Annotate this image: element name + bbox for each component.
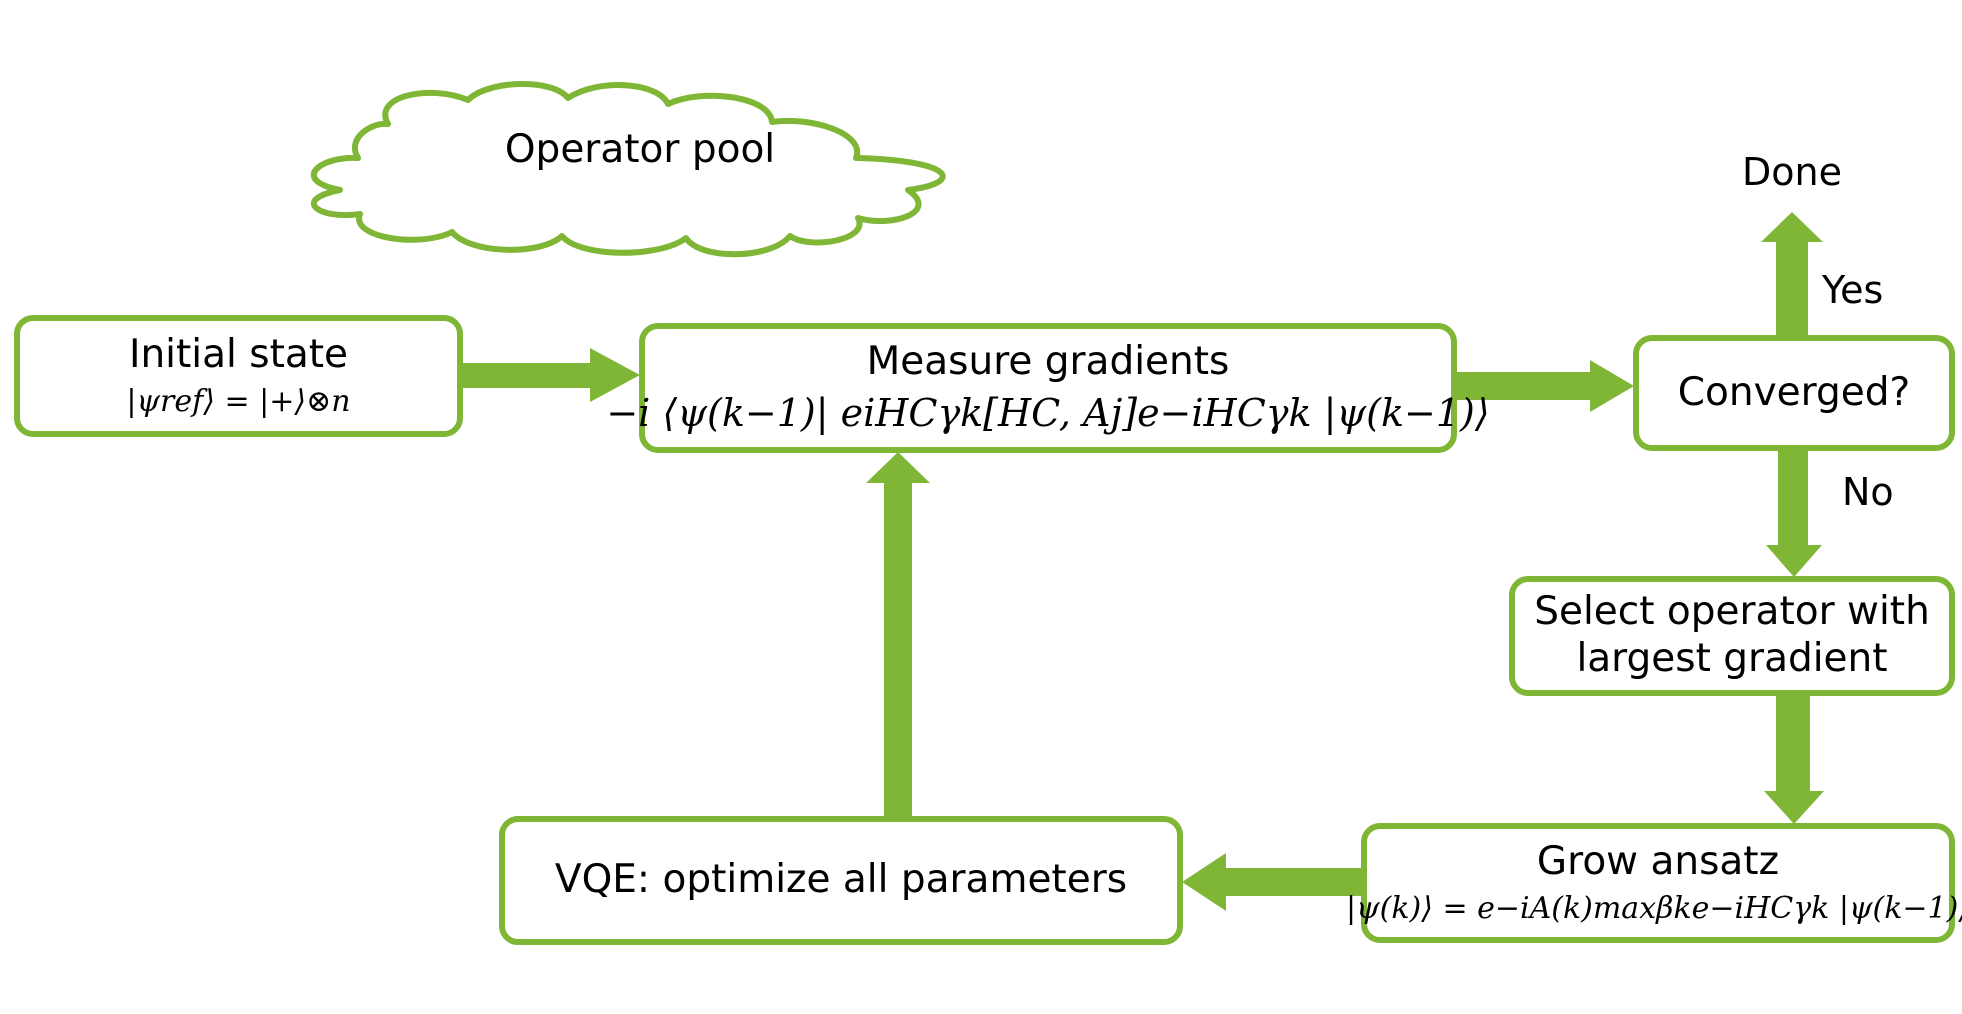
grow-ansatz-title: Grow ansatz xyxy=(1536,838,1780,884)
select-operator-line2: largest gradient xyxy=(1576,636,1888,681)
arrow-measure-to-converged xyxy=(1456,360,1634,412)
converged-box xyxy=(1633,335,1955,451)
select-operator: Select operator with largest gradient xyxy=(1515,582,1949,690)
operator-pool: Operator pool xyxy=(440,120,840,180)
arrow-initial-to-measure xyxy=(462,348,640,402)
operator-pool-cloud xyxy=(310,80,946,258)
initial-state-formula: |ψref⟩ = |+⟩⊗n xyxy=(126,383,351,419)
initial-state-box xyxy=(14,315,463,437)
select-operator-box xyxy=(1509,576,1955,696)
converged: Converged? xyxy=(1639,340,1949,446)
vqe-box xyxy=(499,816,1183,945)
measure-gradients-box xyxy=(639,323,1457,453)
operator-pool-label: Operator pool xyxy=(504,126,776,172)
grow-ansatz-formula: |ψ(k)⟩ = e−iA(k)maxβke−iHCγk |ψ(k−1)⟩ xyxy=(1345,890,1962,926)
initial-state-title: Initial state xyxy=(128,331,349,377)
grow-ansatz-box xyxy=(1361,823,1955,943)
vqe: VQE: optimize all parameters xyxy=(505,822,1177,939)
measure-gradients: Measure gradients −i ⟨ψ(k−1)| eiHCγk[HC,… xyxy=(606,328,1489,448)
arrow-converged-to-done xyxy=(1761,212,1823,336)
arrow-select-to-grow xyxy=(1764,695,1824,824)
initial-state: Initial state |ψref⟩ = |+⟩⊗n xyxy=(20,320,457,432)
vqe-label: VQE: optimize all parameters xyxy=(554,857,1128,903)
no-label: No xyxy=(1842,470,1894,514)
measure-gradients-title: Measure gradients xyxy=(866,338,1230,384)
select-operator-line1: Select operator with xyxy=(1534,589,1930,635)
done-label: Done xyxy=(1742,150,1842,194)
arrow-vqe-to-measure xyxy=(866,452,930,817)
yes-label: Yes xyxy=(1822,268,1884,312)
grow-ansatz: Grow ansatz |ψ(k)⟩ = e−iA(k)maxβke−iHCγk… xyxy=(1346,828,1962,938)
measure-gradients-formula: −i ⟨ψ(k−1)| eiHCγk[HC, Aj]e−iHCγk |ψ(k−1… xyxy=(606,390,1490,435)
arrow-converged-to-select xyxy=(1766,450,1822,577)
converged-label: Converged? xyxy=(1677,369,1911,415)
arrow-grow-to-vqe xyxy=(1182,853,1362,911)
